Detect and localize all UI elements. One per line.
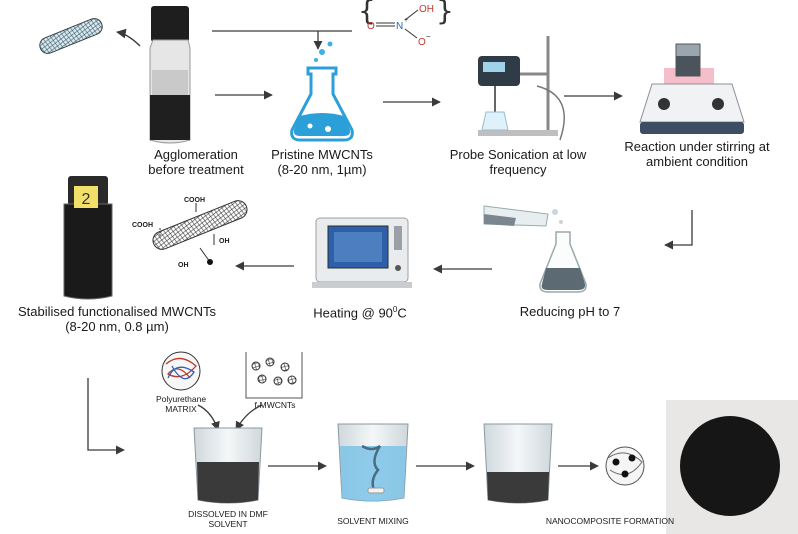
fmwcnts-container (245, 352, 303, 399)
pristine-line1: Pristine MWCNTs (271, 147, 373, 162)
sonication-line1: Probe Sonication at low (449, 147, 587, 162)
mixing-beaker (337, 423, 409, 502)
dissolved-line2: SOLVENT (208, 519, 248, 529)
agglomeration-vial (149, 6, 191, 144)
nitro-ominus-charge: − (426, 32, 431, 41)
nitro-ominus: O (418, 37, 426, 48)
arrow-fmwcnts-to-beaker (235, 404, 263, 431)
ph-flasks (483, 205, 587, 293)
nitro-o: O (367, 21, 375, 32)
reaction-line1: Reaction under stirring at (624, 139, 770, 154)
functionalised-nanotube (152, 200, 248, 265)
polyurethane-label: Polyurethane MATRIX (146, 394, 216, 414)
heating-oven (312, 217, 412, 288)
stabilised-line2: (8-20 nm, 0.8 µm) (65, 319, 169, 334)
sonication-line2: frequency (489, 162, 547, 177)
arrow-stirrer-to-ph (664, 210, 693, 250)
dmf-beaker (193, 427, 263, 504)
polyurethane-matrix-icon (161, 351, 201, 391)
agglomeration-line2: before treatment (148, 162, 244, 177)
nitro-oh: OH (419, 4, 434, 15)
polyurethane-line2: MATRIX (165, 404, 197, 414)
arrow-vial-to-nanotube (116, 28, 141, 47)
reducing-ph-label: Reducing pH to 7 (519, 304, 621, 319)
sonication-label: Probe Sonication at low frequency (438, 147, 598, 177)
nitro-n-charge: + (404, 17, 408, 24)
fg-cooh-left: COOH (132, 222, 153, 229)
agglomeration-label: Agglomeration before treatment (136, 147, 256, 177)
fmwcnts-label: f-MWCNTs (254, 400, 296, 410)
pristine-line2: (8-20 nm, 1µm) (277, 162, 367, 177)
arrow-matrix-to-beaker (197, 404, 220, 431)
dissolved-line1: DISSOLVED IN DMF (188, 509, 268, 519)
dissolved-label: DISSOLVED IN DMF SOLVENT (168, 509, 288, 529)
nitro-n: N (396, 21, 403, 32)
stabilised-label: Stabilised functionalised MWCNTs (8-20 n… (2, 304, 232, 334)
fg-oh-right: OH (219, 238, 230, 245)
svg-text:}: } (436, 0, 454, 27)
functionalised-vial (63, 176, 113, 300)
reaction-label: Reaction under stirring at ambient condi… (612, 139, 782, 169)
reaction-line2: ambient condition (646, 154, 748, 169)
svg-text:{: { (358, 0, 376, 27)
heating-label: Heating @ 900C (290, 302, 430, 320)
fg-cooh-top: COOH (184, 197, 205, 204)
probe-sonicator (478, 36, 565, 141)
heating-prefix: Heating @ 90 (313, 305, 393, 321)
polyurethane-line1: Polyurethane (155, 394, 207, 404)
nitric-acid-structure: { } O N + OH O − (358, 0, 454, 48)
nanocomposite-label: NANOCOMPOSITE FORMATION (545, 516, 675, 526)
agglomeration-line1: Agglomeration (154, 147, 238, 162)
pristine-flask (290, 41, 354, 142)
heating-suffix: C (397, 305, 407, 321)
vial-label: 2 (82, 191, 91, 208)
nanotube-icon (39, 18, 103, 54)
stabilised-line1: Stabilised functionalised MWCNTs (18, 304, 216, 319)
nanocomposite-film-photo (666, 400, 798, 534)
nanocomposite-icon (605, 446, 645, 486)
composite-beaker (483, 423, 553, 504)
fg-oh-bottom: OH (178, 262, 189, 269)
magnetic-stirrer (639, 43, 745, 134)
heating-sup: 0 (392, 305, 398, 314)
solvent-mixing-label: SOLVENT MIXING (337, 516, 409, 526)
arrow-functionalised-to-beaker (87, 378, 125, 455)
pristine-label: Pristine MWCNTs (8-20 nm, 1µm) (262, 147, 382, 177)
